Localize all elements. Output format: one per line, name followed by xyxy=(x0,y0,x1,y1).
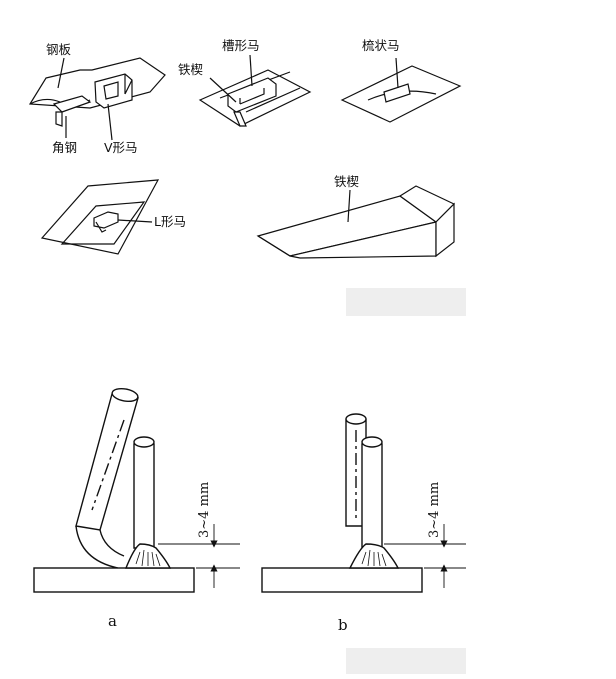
label-iron-wedge-2: 铁楔 xyxy=(334,174,359,189)
watermark-block-1 xyxy=(346,288,466,316)
channel-plate-shape xyxy=(198,69,312,127)
label-angle-steel: 角钢 xyxy=(52,140,77,155)
tilted-electrode-a xyxy=(75,393,139,531)
base-plate-b xyxy=(261,567,423,593)
label-channel-clamp: 槽形马 xyxy=(222,38,260,53)
front-electrode-b xyxy=(361,443,383,549)
v-clamp-figure xyxy=(28,57,166,141)
label-v-clamp: V形马 xyxy=(104,140,138,155)
caption-b: b xyxy=(338,616,348,634)
watermark-block-2 xyxy=(346,648,466,674)
vertical-electrode-a xyxy=(133,443,155,549)
comb-plate-shape xyxy=(340,65,462,123)
angle-steel-shape xyxy=(52,95,92,113)
diagram-a xyxy=(33,387,240,593)
channel-wedge-shape xyxy=(233,111,247,127)
channel-clamp-figure xyxy=(198,54,312,127)
dimension-label-b: 3~4 mm xyxy=(427,482,442,538)
label-l-clamp: L形马 xyxy=(154,214,186,229)
comb-clamp-shape xyxy=(383,83,411,103)
l-plate-inner xyxy=(60,201,146,245)
dimension-label-a: 3~4 mm xyxy=(197,482,212,538)
diagram-b xyxy=(261,413,466,593)
label-iron-wedge-1: 铁楔 xyxy=(178,62,203,77)
steel-plate-shape xyxy=(28,57,166,109)
l-clamp-figure xyxy=(40,179,160,255)
l-plate-outer xyxy=(40,179,160,255)
label-steel-plate: 钢板 xyxy=(46,42,72,57)
base-plate-a xyxy=(33,567,195,593)
wedge-head-side xyxy=(435,202,455,258)
iron-wedge-figure xyxy=(256,185,456,259)
label-comb-clamp: 梳状马 xyxy=(362,38,400,53)
caption-a: a xyxy=(108,612,117,630)
l-clamp-shape xyxy=(93,211,119,229)
comb-clamp-figure xyxy=(340,57,462,123)
